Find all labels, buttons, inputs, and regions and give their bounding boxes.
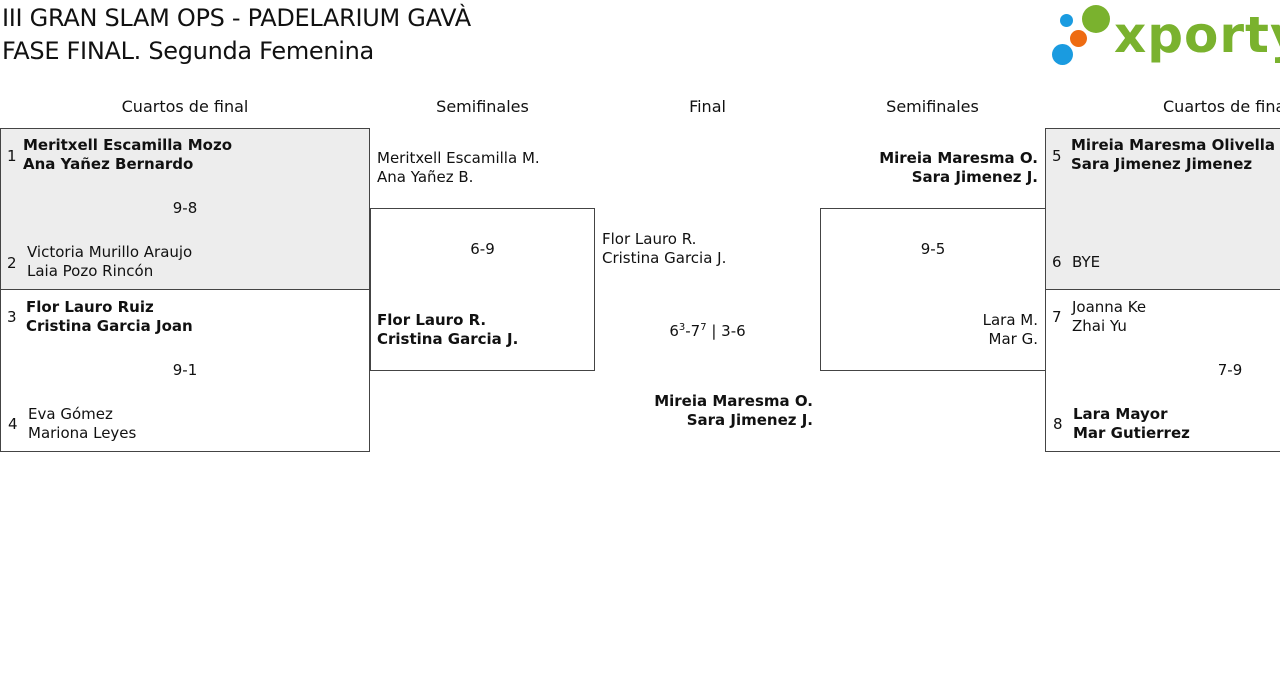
round-header-right-quarterfinals: Cuartos de final [1163,97,1280,116]
team-player-2: Ana Yañez B. [377,168,474,186]
set1-b: 7 [690,322,701,340]
set1-a: 6 [669,322,679,340]
team-player-2: Ana Yañez Bernardo [23,155,194,173]
team-player-1: Mireia Maresma O. [654,392,813,410]
xporty-logo[interactable]: xporty [1052,4,1280,68]
seed-number: 8 [1053,415,1063,433]
round-header-left-quarterfinals: Cuartos de final [121,97,249,116]
team-player-1: Lara M. [982,311,1038,329]
left-sf-match[interactable]: Meritxell Escamilla M. Ana Yañez B. 6-9 … [370,128,595,371]
round-header-final: Final [689,97,726,116]
team-player-1: Flor Lauro R. [602,230,697,248]
sf-connector-box [370,208,595,371]
team-player-2: Mar Gutierrez [1073,424,1190,442]
team-player-1: Flor Lauro R. [377,311,487,329]
team-player-2: Sara Jimenez Jimenez [1071,155,1253,173]
seed-number: 2 [7,254,17,272]
team-player-2: Mar G. [988,330,1038,348]
set1-a-tiebreak: 3 [678,322,686,333]
team-player-2: Cristina Garcia J. [377,330,519,348]
team-player-1: Mireia Maresma Olivella [1071,136,1276,154]
team-player-2: Zhai Yu [1072,317,1127,335]
team-player-1: Eva Gómez [28,405,113,423]
seed-number: 4 [8,415,18,433]
team-player-2: Cristina Garcia J. [602,249,727,267]
round-header-right-semifinals: Semifinales [886,97,979,116]
right-sf-match[interactable]: Mireia Maresma O. Sara Jimenez J. 9-5 La… [820,128,1046,371]
seed-number: 7 [1052,308,1062,326]
seed-number: 6 [1052,253,1062,271]
team-player-2: Laia Pozo Rincón [27,262,154,280]
final-match[interactable]: Flor Lauro R. Cristina Garcia J. 63-77 |… [595,208,820,438]
team-player-2: Mariona Leyes [28,424,137,442]
team-player-1: Mireia Maresma O. [879,149,1038,167]
round-header-left-semifinals: Semifinales [436,97,529,116]
team-player-2: Sara Jimenez J. [911,168,1038,186]
score-rest: | 3-6 [706,322,746,340]
logo-dot-green-icon [1082,5,1110,33]
set1-b-tiebreak: 7 [700,322,707,333]
seed-number: 3 [7,308,17,326]
match-score: 6-9 [470,240,495,258]
team-player-1: Meritxell Escamilla Mozo [23,136,233,154]
team-player-2: Sara Jimenez J. [686,411,813,429]
logo-dot-blue-icon [1052,44,1073,65]
logo-dot-blue-small-icon [1060,14,1073,27]
seed-number: 5 [1052,147,1062,165]
left-qf-match-2[interactable]: 3 Flor Lauro Ruiz Cristina Garcia Joan 9… [0,289,370,452]
team-player-1: Victoria Murillo Araujo [27,243,193,261]
left-qf-match-1[interactable]: 1 Meritxell Escamilla Mozo Ana Yañez Ber… [0,128,370,290]
match-score: 9-5 [920,240,946,258]
team-player-1: Meritxell Escamilla M. [377,149,540,167]
team-player-1: Joanna Ke [1072,298,1147,316]
right-qf-match-1[interactable]: 5 Mireia Maresma Olivella Sara Jimenez J… [1045,128,1280,290]
logo-wordmark: xporty [1114,6,1280,64]
team-player-1: Lara Mayor [1073,405,1168,423]
logo-dot-orange-icon [1070,30,1087,47]
bye-label: BYE [1072,253,1101,271]
match-score: 9-8 [172,199,198,217]
match-score: 9-1 [172,361,198,379]
score-dash: - [685,322,691,340]
team-player-1: Flor Lauro Ruiz [26,298,154,316]
match-score: 7-9 [1217,361,1243,379]
page-title: III GRAN SLAM OPS - PADELARIUM GAVÀ [2,4,471,32]
page-subtitle: FASE FINAL. Segunda Femenina [2,37,374,65]
final-score: 63-77 | 3-6 [595,322,820,341]
seed-number: 1 [7,147,17,165]
team-player-2: Cristina Garcia Joan [26,317,193,335]
right-qf-match-2[interactable]: 7 Joanna Ke Zhai Yu 7-9 8 Lara Mayor Mar… [1045,289,1280,452]
